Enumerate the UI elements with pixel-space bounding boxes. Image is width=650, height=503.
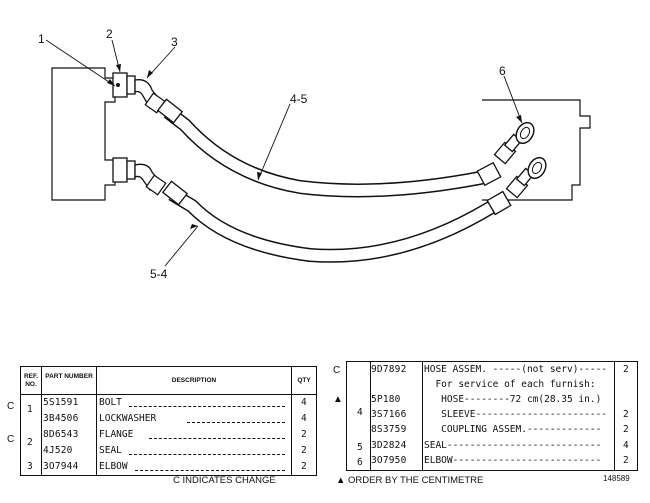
qty: 2 <box>623 364 629 375</box>
part-description: ELBOW-------------------------- <box>424 455 602 466</box>
header-description: DESCRIPTION <box>171 377 217 384</box>
header-part-number: PART NUMBER <box>45 373 93 380</box>
part-description: LOCKWASHER <box>99 413 157 424</box>
part-description: SLEEVE----------------------- <box>424 409 608 420</box>
leader-lines <box>45 39 523 267</box>
right-parts-table: 4 5 6 9D7892 5P180 3S7166 8S3759 3D2824 … <box>346 361 638 471</box>
ref-3: 3 <box>27 461 33 472</box>
qty: 2 <box>623 424 629 435</box>
ref-6: 6 <box>357 457 363 468</box>
left-parts-table: REF. NO. PART NUMBER DESCRIPTION QTY 1 2… <box>20 366 317 476</box>
lower-hose <box>161 180 512 263</box>
lower-elbow <box>134 163 167 196</box>
part-number: 8S3759 <box>371 424 407 435</box>
qty: 2 <box>623 409 629 420</box>
order-by-length-mark: ▲ <box>333 394 343 405</box>
change-note: C INDICATES CHANGE <box>173 475 276 486</box>
ref-2: 2 <box>27 437 33 448</box>
part-description: SEAL--------------------------- <box>424 440 602 451</box>
part-description: ELBOW <box>99 461 128 472</box>
part-number: 4J520 <box>43 445 73 456</box>
part-number: 9D7892 <box>371 364 407 375</box>
callout-2: 2 <box>106 27 113 41</box>
part-number: 3B4506 <box>43 413 79 424</box>
part-number: 3D2824 <box>371 440 407 451</box>
qty: 2 <box>301 461 307 472</box>
callout-4-5: 4-5 <box>290 92 308 106</box>
callout-3: 3 <box>171 35 178 49</box>
change-mark: C <box>7 401 15 412</box>
part-description: FLANGE <box>99 429 134 440</box>
change-mark: C <box>7 434 15 445</box>
qty: 4 <box>301 413 307 424</box>
part-number: 3O7944 <box>43 461 79 472</box>
header-ref: REF. NO. <box>23 373 39 388</box>
part-number: 5P180 <box>371 394 401 405</box>
left-housing <box>51 67 116 201</box>
order-note: ▲ ORDER BY THE CENTIMETRE <box>336 475 484 486</box>
part-description: HOSE ASSEM. -----(not serv)----- <box>424 364 608 375</box>
part-number: 3O7950 <box>371 455 407 466</box>
qty: 4 <box>623 440 629 451</box>
ref-4: 4 <box>357 407 363 418</box>
change-mark: C <box>333 365 341 376</box>
part-number: 5S1591 <box>43 397 79 408</box>
drawing-code: 148589 <box>603 474 630 483</box>
part-description: HOSE--------72 cm(28.35 in.) <box>424 394 602 405</box>
right-housing <box>482 99 591 201</box>
ref-5: 5 <box>357 442 363 453</box>
callout-5-4: 5-4 <box>150 267 168 281</box>
part-description: For service of each furnish: <box>424 379 596 390</box>
upper-elbow <box>134 79 166 114</box>
qty: 2 <box>301 429 307 440</box>
part-description: COUPLING ASSEM.------------- <box>424 424 602 435</box>
part-description: SEAL <box>99 445 122 456</box>
ref-1: 1 <box>27 404 33 415</box>
header-qty: QTY <box>297 377 311 384</box>
callout-1: 1 <box>38 32 45 46</box>
part-number: 8D6543 <box>43 429 79 440</box>
leader-arrows <box>107 64 522 229</box>
part-number: 3S7166 <box>371 409 407 420</box>
right-upper-elbow <box>493 121 535 165</box>
callout-6: 6 <box>499 64 506 78</box>
lower-flange <box>112 157 136 183</box>
right-lower-elbow <box>505 156 547 199</box>
upper-flange <box>112 72 136 98</box>
upper-hose <box>156 98 502 198</box>
hose-diagram: 1 2 3 4-5 5-4 6 <box>38 27 591 281</box>
qty: 2 <box>301 445 307 456</box>
part-description: BOLT <box>99 397 122 408</box>
qty: 4 <box>301 397 307 408</box>
qty: 2 <box>623 455 629 466</box>
